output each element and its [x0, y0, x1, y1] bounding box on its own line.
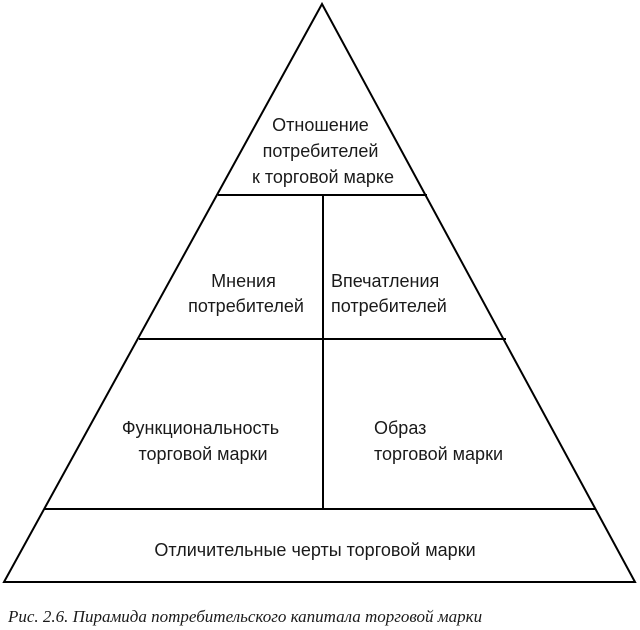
level-upper-left-line-2: потребителей [188, 296, 304, 316]
level-upper-left-line-1: Мнения [211, 271, 276, 291]
level-upper-left-label: Мнения потребителей [188, 271, 304, 316]
level-top-line-2: потребителей [263, 141, 379, 161]
pyramid-outline [2, 1, 637, 583]
level-middle-left-line-2: торговой марки [139, 444, 268, 464]
level-top-line-3: к торговой марке [252, 167, 394, 187]
level-middle-right-line-2: торговой марки [374, 444, 503, 464]
level-middle-left-line-1: Функциональность [122, 418, 279, 438]
level-base-line-1: Отличительные черты торговой марки [154, 540, 475, 560]
level-upper-right-label: Впечатления потребителей [331, 271, 447, 316]
level-base-label: Отличительные черты торговой марки [154, 540, 475, 560]
level-middle-right-label: Образ торговой марки [374, 418, 503, 464]
level-middle-left-label: Функциональность торговой марки [122, 418, 284, 464]
level-middle-right-line-1: Образ [374, 418, 426, 438]
level-top-label: Отношение потребителей к торговой марке [252, 115, 394, 187]
figure-caption: Рис. 2.6. Пирамида потребительского капи… [7, 607, 482, 626]
level-top-line-1: Отношение [272, 115, 369, 135]
level-upper-right-line-1: Впечатления [331, 271, 439, 291]
level-upper-right-line-2: потребителей [331, 296, 447, 316]
